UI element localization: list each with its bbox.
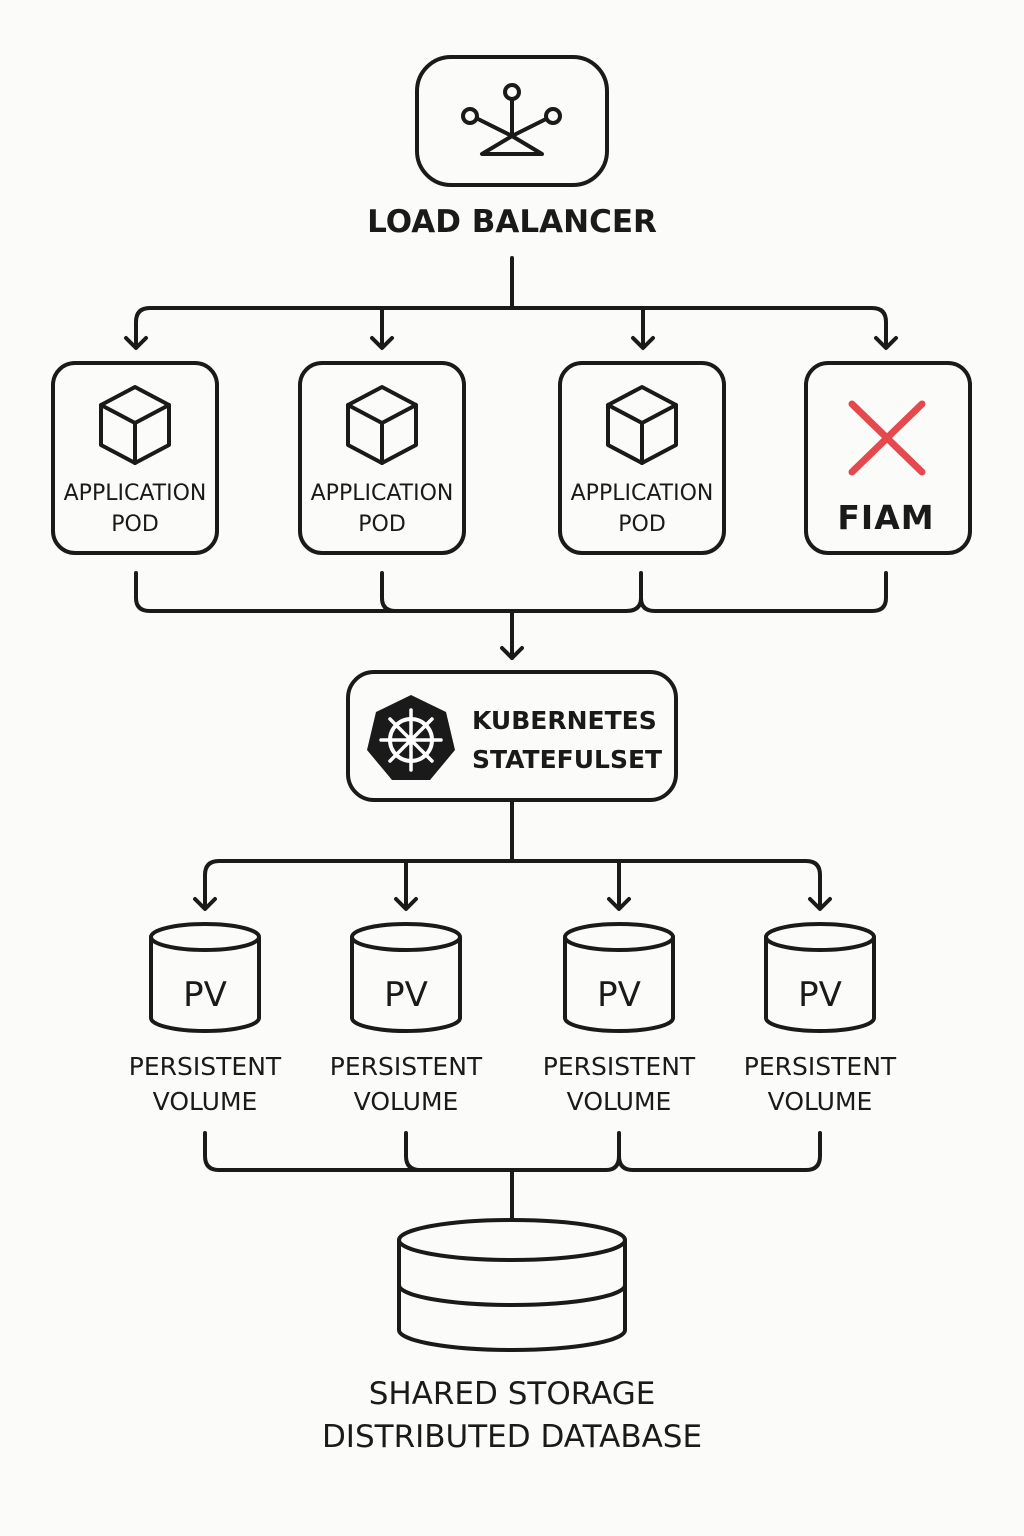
load-balancer-label: LOAD BALANCER bbox=[367, 204, 657, 240]
pv-label-line1: PERSISTENT bbox=[744, 1052, 897, 1081]
persistent-volume-2[interactable]: PV PERSISTENT VOLUME bbox=[330, 922, 483, 1116]
volumes-to-database-connector bbox=[203, 1131, 822, 1220]
pv-cylinder-icon bbox=[350, 922, 462, 1033]
database-label-line2: DISTRIBUTED DATABASE bbox=[322, 1419, 702, 1455]
database-label-line1: SHARED STORAGE bbox=[369, 1376, 656, 1412]
pod-label-line1: APPLICATION bbox=[64, 481, 207, 506]
pv-label-line2: VOLUME bbox=[354, 1087, 459, 1116]
pv-cylinder-icon bbox=[563, 922, 675, 1033]
pv-cylinder-icon bbox=[149, 922, 261, 1033]
cube-icon bbox=[346, 385, 418, 465]
cube-icon bbox=[606, 385, 678, 465]
statefulset-label-line1: KUBERNETES bbox=[472, 706, 657, 735]
lb-to-pods-connector bbox=[124, 256, 898, 350]
failed-pod-label: FIAM bbox=[837, 498, 934, 537]
database-cylinder-icon bbox=[397, 1218, 627, 1352]
statefulset-node[interactable]: KUBERNETES STATEFULSET bbox=[346, 670, 678, 802]
pv-badge: PV bbox=[798, 975, 842, 1015]
pv-label-line2: VOLUME bbox=[567, 1087, 672, 1116]
persistent-volume-4[interactable]: PV PERSISTENT VOLUME bbox=[744, 922, 897, 1116]
pod-label-line2: POD bbox=[618, 512, 666, 537]
pod-label-line2: POD bbox=[111, 512, 159, 537]
statefulset-label-line2: STATEFULSET bbox=[472, 745, 662, 774]
cube-icon bbox=[99, 385, 171, 465]
statefulset-to-volumes-connector bbox=[193, 798, 832, 911]
pv-label-line1: PERSISTENT bbox=[330, 1052, 483, 1081]
pod-card-3[interactable]: APPLICATION POD bbox=[558, 361, 726, 555]
persistent-volume-1[interactable]: PV PERSISTENT VOLUME bbox=[129, 922, 282, 1116]
pod-card-2[interactable]: APPLICATION POD bbox=[298, 361, 466, 555]
load-balancer-icon bbox=[461, 83, 562, 156]
shared-database-node[interactable]: SHARED STORAGE DISTRIBUTED DATABASE bbox=[322, 1218, 702, 1455]
pv-badge: PV bbox=[183, 975, 227, 1015]
pv-label-line2: VOLUME bbox=[768, 1087, 873, 1116]
kubernetes-helm-icon bbox=[367, 695, 455, 780]
load-balancer-node[interactable]: LOAD BALANCER bbox=[367, 55, 657, 240]
red-x-icon bbox=[848, 400, 926, 476]
pv-label-line1: PERSISTENT bbox=[129, 1052, 282, 1081]
pod-label-line1: APPLICATION bbox=[571, 481, 714, 506]
pod-card-1[interactable]: APPLICATION POD bbox=[51, 361, 219, 555]
pv-label-line1: PERSISTENT bbox=[543, 1052, 696, 1081]
pod-card-failed[interactable]: FIAM bbox=[804, 361, 972, 555]
pod-label-line1: APPLICATION bbox=[311, 481, 454, 506]
pv-badge: PV bbox=[384, 975, 428, 1015]
persistent-volume-3[interactable]: PV PERSISTENT VOLUME bbox=[543, 922, 696, 1116]
pv-label-line2: VOLUME bbox=[153, 1087, 258, 1116]
pods-to-statefulset-connector bbox=[134, 571, 888, 660]
pv-badge: PV bbox=[597, 975, 641, 1015]
pod-label-line2: POD bbox=[358, 512, 406, 537]
pv-cylinder-icon bbox=[764, 922, 876, 1033]
